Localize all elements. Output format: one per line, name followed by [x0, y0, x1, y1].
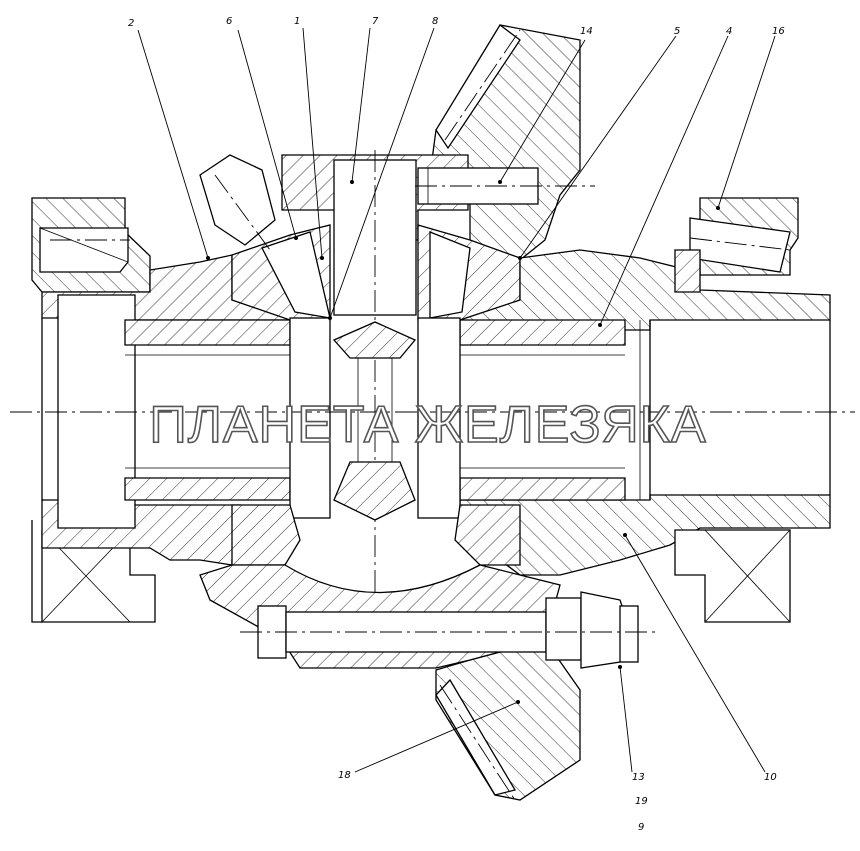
satellite-gear-lower-right [454, 504, 521, 566]
callout-14: 14 [580, 26, 593, 37]
callout-10: 10 [764, 772, 777, 783]
callout-5: 5 [674, 26, 680, 37]
lower-bolt [240, 591, 655, 669]
tilted-roller-bearing [199, 154, 276, 251]
callout-18: 18 [338, 770, 351, 781]
ring-gear-lower [435, 639, 581, 801]
callout-13: 13 [632, 772, 645, 783]
right-side-gear-hub [459, 319, 626, 501]
left-bearing-upper [31, 197, 151, 293]
callout-2: 2 [128, 18, 134, 29]
right-bearing-lower [674, 529, 791, 623]
central-pinion-shaft [289, 317, 461, 521]
callout-8: 8 [432, 16, 438, 27]
callout-1: 1 [294, 16, 300, 27]
callout-7: 7 [372, 16, 379, 27]
cross-pin-block [281, 150, 469, 600]
upper-bolt [415, 167, 595, 205]
satellite-gear-lower-left [231, 504, 301, 566]
callout-19: 19 [635, 796, 648, 807]
callout-6: 6 [226, 16, 232, 27]
leader-lines [137, 27, 776, 773]
callout-16: 16 [772, 26, 785, 37]
callout-4: 4 [726, 26, 732, 37]
ring-gear-upper [429, 24, 581, 261]
satellite-gear-left [231, 224, 331, 321]
watermark-text: ПЛАНЕТА ЖЕЛЕЗЯКА [149, 396, 706, 454]
callout-9: 9 [638, 822, 644, 833]
satellite-gear-right [417, 224, 521, 321]
right-bearing-upper [674, 197, 799, 293]
